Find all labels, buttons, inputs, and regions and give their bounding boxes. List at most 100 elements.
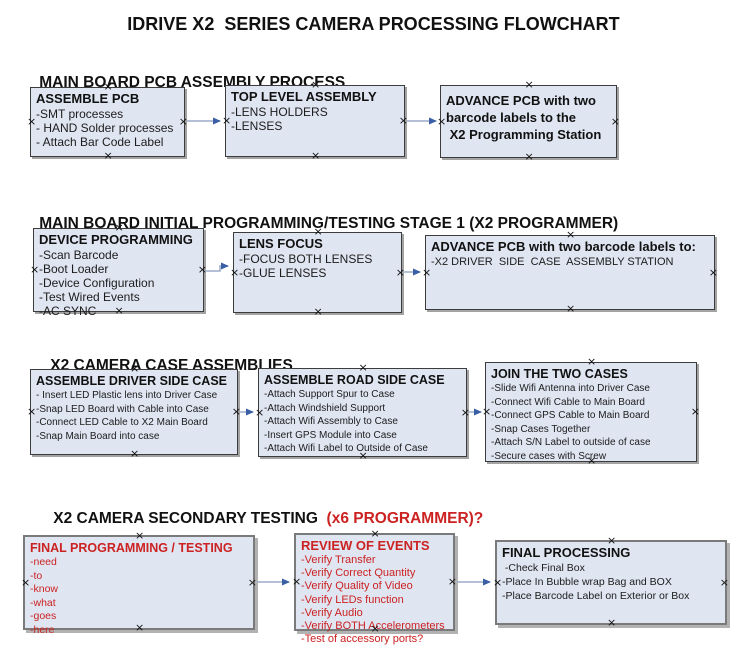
box-item: -Attach Support Spur to Case — [264, 389, 395, 400]
box-item: - Insert LED Plastic lens into Driver Ca… — [36, 390, 218, 401]
box-advance-pcb-driver-side-station[interactable]: ADVANCE PCB with two barcode labels to: … — [422, 229, 718, 315]
box-item: -Test Wired Events — [39, 290, 140, 304]
box-items: -Check Final Box -Place In Bubble wrap Ba… — [502, 561, 725, 603]
box-item: -goes — [30, 610, 57, 622]
box-item: -LENS HOLDERS — [231, 105, 328, 119]
box-items: -Scan Barcode-Boot Loader-Device Configu… — [39, 248, 203, 318]
box-item: -Place In Bubble wrap Bag and BOX — [502, 576, 672, 588]
box-items: -FOCUS BOTH LENSES-GLUE LENSES — [239, 252, 401, 280]
box-title: ASSEMBLE ROAD SIDE CASE — [264, 373, 445, 387]
connection-point-icon: × — [311, 149, 321, 162]
connection-point-icon: × — [30, 263, 40, 276]
connection-point-icon: × — [587, 355, 597, 368]
flow-arrow-3 — [205, 262, 229, 272]
box-item: -Scan Barcode — [39, 248, 119, 262]
box-item: -Secure cases with Screw — [491, 450, 607, 462]
box-item: -Snap Main Board into case — [36, 430, 160, 442]
box-item: -Verify Correct Quantity — [301, 567, 416, 580]
box-review-of-events[interactable]: REVIEW OF EVENTS -Verify Transfer-Verify… — [292, 528, 457, 645]
box-item: -Attach Windshield Support — [264, 402, 386, 414]
connection-point-icon: × — [524, 78, 534, 91]
box-item: -need — [30, 556, 57, 568]
connection-point-icon: × — [313, 305, 323, 318]
box-item: - Attach Bar Code Label — [36, 135, 164, 149]
connection-point-icon: × — [482, 405, 492, 418]
box-title: JOIN THE TWO CASES — [491, 367, 628, 381]
box-items: -X2 DRIVER SIDE CASE ASSEMBLY STATION — [431, 255, 714, 269]
box-item: -Connect GPS Cable to Main Board — [491, 410, 650, 421]
box-item: - HAND Solder processes — [36, 121, 174, 135]
box-item: -Snap Cases Together — [491, 423, 591, 435]
box-item: -FOCUS BOTH LENSES — [239, 252, 373, 266]
box-title: ADVANCE PCB with two barcode labels to t… — [446, 93, 602, 142]
box-item: -Verify LEDs function — [301, 593, 404, 606]
box-item: -AC SYNC — [39, 304, 97, 318]
connection-point-icon: × — [422, 265, 432, 279]
box-item: -X2 DRIVER SIDE CASE ASSEMBLY STATION — [431, 256, 674, 268]
connection-point-icon: × — [103, 149, 113, 162]
box-item: -Place Barcode Label on Exterior or Box — [502, 590, 690, 602]
box-item: -Connect Wifi Cable to Main Board — [491, 396, 645, 408]
box-items: -LENS HOLDERS-LENSES — [231, 105, 404, 133]
box-title: ADVANCE PCB with two barcode labels to: — [431, 239, 696, 254]
section-4-header-text: X2 CAMERA SECONDARY TESTING — [53, 510, 323, 527]
box-title: FINAL PROGRAMMING / TESTING — [30, 541, 233, 555]
box-title: REVIEW OF EVENTS — [301, 538, 430, 553]
box-item: -to — [30, 569, 43, 582]
box-title: TOP LEVEL ASSEMBLY — [231, 89, 377, 104]
box-items: -Slide Wifi Antenna into Driver Case -Con… — [491, 382, 696, 463]
connection-point-icon: × — [230, 265, 240, 279]
box-item: -Attach Wifi Label to Outside of Case — [264, 443, 428, 454]
box-item: -Device Configuration — [39, 276, 155, 290]
box-top-level-assembly[interactable]: TOP LEVEL ASSEMBLY -LENS HOLDERS-LENSES … — [222, 79, 408, 162]
connection-point-icon: × — [292, 575, 302, 588]
box-item: -Verify Audio — [301, 606, 363, 619]
box-item: -Check Final Box — [502, 562, 585, 574]
box-final-programming-testing[interactable]: FINAL PROGRAMMING / TESTING -need-to-kno… — [21, 530, 257, 636]
box-items: -need-to-know-what-goes-here — [30, 556, 253, 637]
box-title: FINAL PROCESSING — [502, 545, 631, 560]
connection-point-icon: × — [358, 361, 368, 374]
box-assemble-pcb[interactable]: ASSEMBLE PCB -SMT processes- HAND Solder… — [27, 81, 188, 162]
connection-point-icon: × — [493, 575, 503, 589]
box-item: -Insert GPS Module into Case — [264, 429, 397, 441]
box-device-programming[interactable]: DEVICE PROGRAMMING -Scan Barcode-Boot Lo… — [30, 222, 207, 318]
connection-point-icon: × — [21, 575, 31, 589]
section-4-header: X2 CAMERA SECONDARY TESTING (x6 PROGRAMM… — [36, 492, 483, 546]
box-final-processing[interactable]: FINAL PROCESSING -Check Final Box -Place … — [493, 534, 729, 628]
box-advance-pcb-programming-station[interactable]: ADVANCE PCB with two barcode labels to t… — [437, 79, 620, 163]
section-2-header-text: MAIN BOARD INITIAL PROGRAMMING/TESTING S… — [39, 215, 619, 232]
connection-point-icon: × — [607, 534, 617, 547]
box-item: -LENSES — [231, 119, 283, 133]
box-title: ASSEMBLE PCB — [36, 91, 140, 106]
box-item: -GLUE LENSES — [239, 266, 327, 280]
box-item: -Slide Wifi Antenna into Driver Case — [491, 383, 650, 394]
box-item: -Connect LED Cable to X2 Main Board — [36, 417, 208, 428]
box-item: -Test of accessory ports? — [301, 633, 424, 646]
section-4-header-red-text: (x6 PROGRAMMER)? — [322, 510, 484, 527]
box-item: -Verify Transfer — [301, 554, 376, 566]
connection-point-icon: × — [27, 115, 37, 128]
box-items: -Attach Support Spur to Case -Attach Wind… — [264, 388, 466, 456]
connection-point-icon: × — [130, 447, 140, 460]
connection-point-icon: × — [566, 302, 576, 315]
box-item: -SMT processes — [36, 107, 124, 121]
page-title: IDRIVE X2 SERIES CAMERA PROCESSING FLOWC… — [127, 14, 620, 34]
box-items: - Insert LED Plastic lens into Driver Ca… — [36, 389, 237, 443]
box-item: -Verify BOTH Accelerometers — [301, 620, 445, 633]
box-items: -SMT processes- HAND Solder processes- A… — [36, 107, 184, 149]
box-assemble-driver-side-case[interactable]: ASSEMBLE DRIVER SIDE CASE - Insert LED P… — [27, 363, 241, 460]
connection-point-icon: × — [708, 265, 718, 279]
box-title: DEVICE PROGRAMMING — [39, 232, 193, 247]
section-2-header: MAIN BOARD INITIAL PROGRAMMING/TESTING S… — [22, 197, 618, 251]
box-item: -know — [30, 583, 59, 595]
box-title: ASSEMBLE DRIVER SIDE CASE — [36, 374, 228, 388]
box-lens-focus[interactable]: LENS FOCUS -FOCUS BOTH LENSES-GLUE LENSE… — [230, 226, 405, 318]
connection-point-icon: × — [524, 150, 534, 163]
box-title: LENS FOCUS — [239, 236, 323, 251]
box-assemble-road-side-case[interactable]: ASSEMBLE ROAD SIDE CASE -Attach Support … — [255, 362, 470, 461]
box-item: -what — [30, 596, 56, 609]
box-join-the-two-cases[interactable]: JOIN THE TWO CASES -Slide Wifi Antenna i… — [482, 356, 700, 466]
box-item: -Snap LED Board with Cable into Case — [36, 403, 209, 415]
